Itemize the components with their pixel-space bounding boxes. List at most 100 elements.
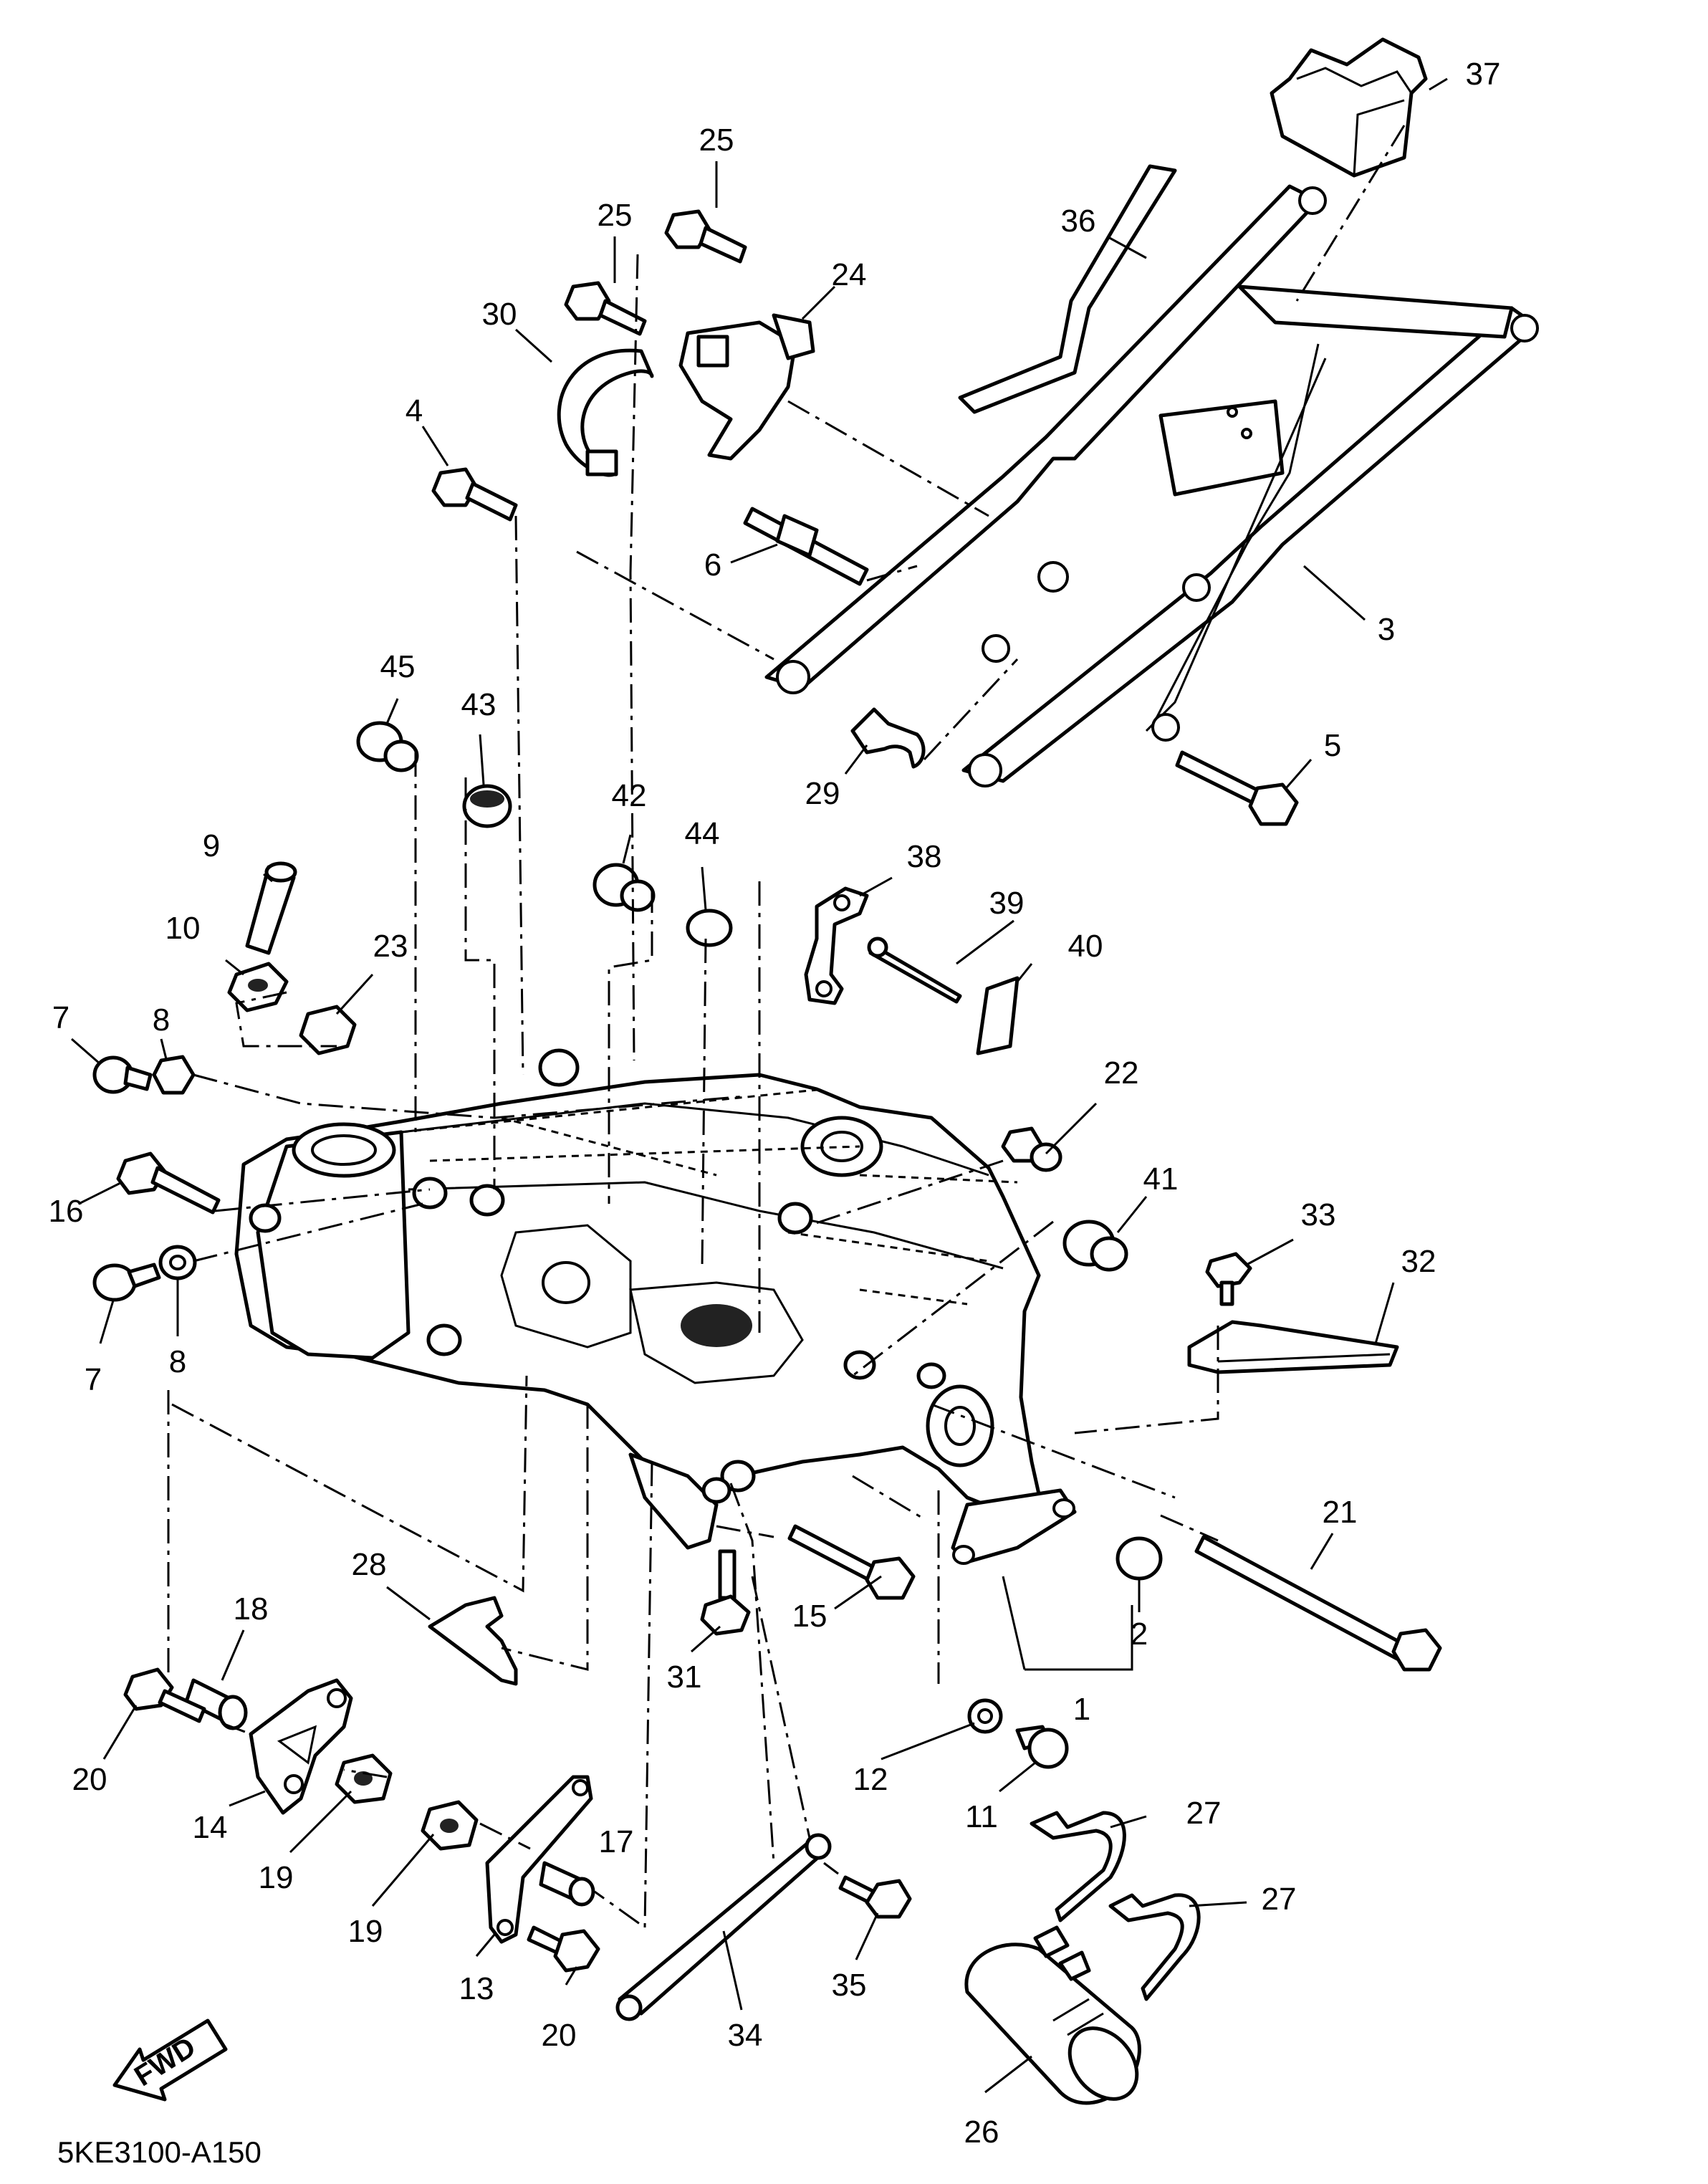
part-17-collar	[539, 1861, 595, 1907]
part-15-bolt	[787, 1524, 916, 1600]
callout-8b: 8	[169, 1344, 186, 1379]
callout-11: 11	[965, 1799, 998, 1834]
callout-38: 38	[907, 839, 942, 874]
callout-10: 10	[165, 911, 201, 946]
part-26-cylinder	[964, 1925, 1141, 2105]
part-7-bolt-lower	[92, 1263, 161, 1302]
part-27-strap-upper	[1030, 1811, 1126, 1922]
callout-labels: 37 25 25 24 36 30 4 6 3 45 43 5 29 42 44…	[49, 57, 1501, 2150]
part-10-nut	[227, 962, 289, 1012]
part-16-bolt	[116, 1151, 221, 1215]
part-39-pin	[867, 937, 962, 1004]
callout-7b: 7	[85, 1362, 102, 1397]
callout-9: 9	[203, 828, 220, 863]
callout-22: 22	[1104, 1055, 1139, 1091]
callout-6: 6	[704, 547, 721, 583]
callout-28: 28	[352, 1547, 387, 1582]
fwd-arrow-icon	[112, 2018, 228, 2102]
part-40-block	[976, 976, 1019, 1055]
part-4-bolt	[431, 467, 518, 522]
callout-45: 45	[380, 649, 416, 684]
part-22-collar	[1001, 1126, 1062, 1172]
callout-32: 32	[1401, 1244, 1436, 1279]
callout-14: 14	[193, 1810, 228, 1845]
callout-8a: 8	[153, 1002, 170, 1038]
part-27-strap-lower	[1108, 1893, 1201, 2001]
callout-27a: 27	[1186, 1796, 1222, 1831]
part-13-bracket	[485, 1775, 593, 1944]
part-24-bracket	[678, 313, 815, 461]
part-37-pad	[1270, 37, 1428, 178]
callout-29: 29	[805, 776, 840, 811]
part-3-rear-frame	[764, 184, 1539, 787]
callout-12: 12	[853, 1762, 888, 1797]
callout-19b: 19	[348, 1914, 383, 1949]
callout-20a: 20	[72, 1762, 107, 1797]
callout-1: 1	[1073, 1692, 1090, 1727]
callout-21: 21	[1323, 1495, 1358, 1530]
part-29-clip	[850, 707, 926, 769]
callout-2: 2	[1131, 1617, 1148, 1652]
part-12-washer	[967, 1698, 1003, 1734]
callout-20b: 20	[542, 2018, 577, 2053]
callout-41: 41	[1143, 1162, 1179, 1197]
callout-40: 40	[1068, 929, 1103, 964]
part-5-bolt	[1175, 750, 1299, 826]
callout-24: 24	[832, 257, 867, 292]
diagram-code: 5KE3100-A150	[57, 2135, 262, 2169]
callout-16: 16	[49, 1194, 84, 1229]
callout-36: 36	[1061, 203, 1096, 239]
part-21-bolt	[1194, 1535, 1442, 1672]
callout-27b: 27	[1262, 1882, 1297, 1917]
callout-43: 43	[461, 687, 496, 722]
part-8-nut-upper	[152, 1055, 196, 1095]
callout-23: 23	[373, 929, 408, 964]
part-23-nut	[299, 1005, 357, 1055]
part-11-bolt	[1015, 1725, 1069, 1769]
callout-25b: 25	[598, 198, 633, 233]
part-43-cap	[462, 784, 512, 828]
callout-19a: 19	[259, 1860, 294, 1895]
callout-4: 4	[406, 393, 423, 428]
callout-7a: 7	[52, 1000, 69, 1035]
part-7-bolt-upper	[92, 1055, 153, 1094]
callout-3: 3	[1378, 612, 1395, 647]
callout-34: 34	[728, 2018, 763, 2053]
part-45-grommet	[356, 721, 419, 772]
part-44-cap	[686, 909, 733, 947]
callout-42: 42	[612, 778, 647, 813]
part-41-grommet	[1062, 1220, 1128, 1272]
part-20-bolt-upper	[123, 1667, 206, 1723]
part-25-bolt-upper	[664, 209, 747, 264]
part-1-main-frame	[234, 1048, 1077, 1565]
part-42-grommet	[592, 863, 656, 912]
part-33-screw	[1205, 1252, 1252, 1306]
callout-30: 30	[482, 297, 517, 332]
part-9-stud	[245, 861, 297, 955]
leader-lines	[71, 77, 1448, 2094]
part-35-bolt	[838, 1875, 912, 1919]
part-19-nut-upper	[335, 1753, 393, 1804]
callout-25a: 25	[699, 123, 734, 158]
part-36-strip	[958, 164, 1177, 414]
part-28-clamp	[428, 1596, 518, 1686]
callout-26: 26	[964, 2114, 999, 2150]
callout-37: 37	[1466, 57, 1501, 92]
part-8-washer-lower	[158, 1245, 197, 1280]
part-31-screw	[700, 1549, 751, 1636]
part-38-bracket	[804, 886, 869, 1005]
callout-17: 17	[599, 1824, 634, 1859]
callout-39: 39	[989, 886, 1025, 921]
callout-31: 31	[667, 1659, 702, 1695]
callout-44: 44	[685, 816, 720, 851]
part-30-band	[557, 348, 654, 477]
callout-13: 13	[459, 1971, 494, 2006]
callout-15: 15	[792, 1599, 827, 1634]
assembly-lines	[167, 125, 1406, 1930]
part-2-collar	[1116, 1536, 1163, 1581]
part-34-link	[615, 1833, 832, 2021]
callout-33: 33	[1301, 1197, 1336, 1232]
part-32-plate	[1187, 1320, 1399, 1374]
callout-5: 5	[1324, 728, 1341, 763]
